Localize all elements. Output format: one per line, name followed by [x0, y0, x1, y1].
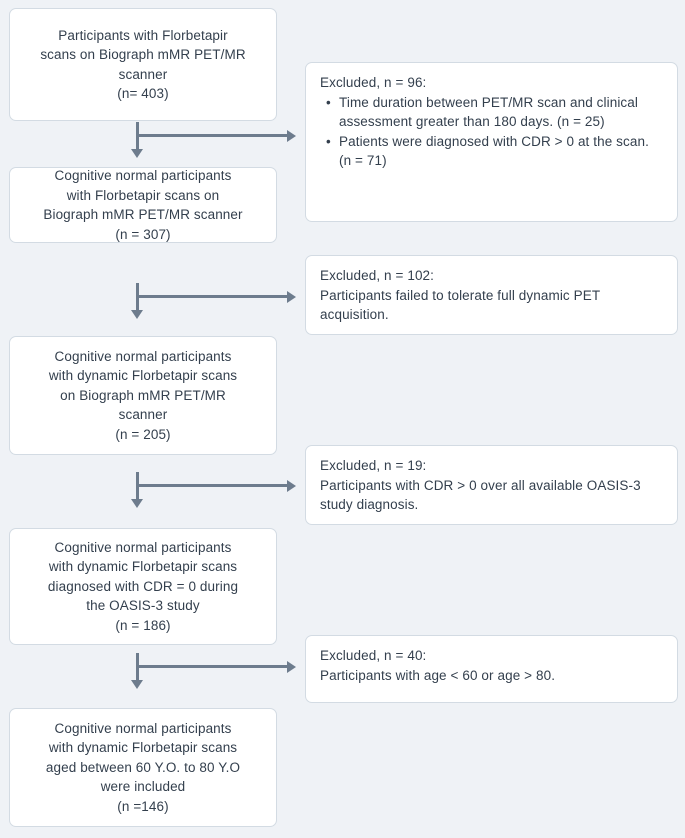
- connector-3-right-arrowhead: [287, 479, 296, 492]
- exclusion-heading: Excluded, n = 102:: [320, 268, 435, 283]
- flow-box-line: Cognitive normal participants: [54, 168, 232, 183]
- flow-box-enrolled: Participants with Florbetapir scans on B…: [9, 8, 277, 121]
- connector-4-vertical: [136, 653, 139, 682]
- connector-1-right-arrowhead: [287, 129, 296, 142]
- flow-box-dynamic-scans: Cognitive normal participants with dynam…: [9, 336, 277, 455]
- flow-box-count: (n= 403): [117, 86, 169, 101]
- flow-box-count: (n =146): [117, 798, 169, 814]
- flow-box-line: Cognitive normal participants: [54, 539, 232, 555]
- exclusion-box-4: Excluded, n = 40: Participants with age …: [305, 635, 678, 703]
- exclusion-box-1: Excluded, n = 96: Time duration between …: [305, 62, 678, 222]
- flow-box-cognitive-normal: Cognitive normal participants with Florb…: [9, 167, 277, 243]
- exclusion-bullet: Patients were diagnosed with CDR > 0 at …: [326, 132, 663, 171]
- flow-box-line: scans on Biograph mMR PET/MR: [40, 47, 246, 62]
- connector-4-down-arrowhead: [131, 680, 143, 689]
- connector-2-vertical: [136, 283, 139, 312]
- flow-box-line: on Biograph mMR PET/MR: [60, 387, 226, 403]
- flow-box-line: Cognitive normal participants: [54, 348, 232, 364]
- connector-2-down-arrowhead: [131, 310, 143, 319]
- flow-box-line: scanner: [118, 407, 168, 423]
- flow-box-line: with dynamic Florbetapir scans: [48, 368, 238, 384]
- flow-box-count: (n = 205): [115, 426, 171, 442]
- flow-box-line: scanner: [118, 66, 168, 82]
- flow-box-line: Cognitive normal participants: [54, 720, 232, 736]
- exclusion-body: Participants failed to tolerate full dyn…: [320, 287, 600, 323]
- flow-box-count: (n = 307): [115, 226, 171, 242]
- connector-4-horizontal: [136, 665, 288, 668]
- connector-3-vertical: [136, 472, 139, 501]
- exclusion-heading: Excluded, n = 96:: [320, 75, 427, 90]
- flow-box-line: with dynamic Florbetapir scans: [48, 559, 238, 575]
- connector-1-horizontal: [136, 134, 288, 137]
- exclusion-body: Participants with CDR > 0 over all avail…: [320, 477, 641, 513]
- flow-box-line: with dynamic Florbetapir scans: [48, 740, 238, 756]
- connector-3-down-arrowhead: [131, 499, 143, 508]
- connector-1-vertical: [136, 122, 139, 151]
- exclusion-heading: Excluded, n = 40:: [320, 648, 427, 663]
- flow-box-line: with Florbetapir scans on: [66, 187, 220, 203]
- exclusion-box-3: Excluded, n = 19: Participants with CDR …: [305, 445, 678, 525]
- connector-3-horizontal: [136, 484, 288, 487]
- flow-box-line: the OASIS-3 study: [86, 598, 200, 614]
- flow-box-cdr-zero: Cognitive normal participants with dynam…: [9, 528, 277, 645]
- flow-box-line: diagnosed with CDR = 0 during: [47, 578, 239, 594]
- flow-box-final-included: Cognitive normal participants with dynam…: [9, 708, 277, 827]
- connector-1-down-arrowhead: [131, 149, 143, 158]
- flow-box-line: aged between 60 Y.O. to 80 Y.O: [45, 759, 241, 775]
- exclusion-bullet: Time duration between PET/MR scan and cl…: [326, 93, 663, 132]
- flow-box-line: Participants with Florbetapir: [58, 27, 228, 43]
- connector-2-horizontal: [136, 295, 288, 298]
- exclusion-bullet-list: Time duration between PET/MR scan and cl…: [320, 93, 663, 171]
- connector-2-right-arrowhead: [287, 290, 296, 303]
- flow-box-count: (n = 186): [115, 617, 171, 633]
- flow-box-line: Biograph mMR PET/MR scanner: [43, 207, 243, 222]
- connector-4-right-arrowhead: [287, 660, 296, 673]
- exclusion-heading: Excluded, n = 19:: [320, 458, 427, 473]
- exclusion-box-2: Excluded, n = 102: Participants failed t…: [305, 255, 678, 335]
- flow-box-line: were included: [100, 779, 186, 795]
- exclusion-body: Participants with age < 60 or age > 80.: [320, 667, 556, 683]
